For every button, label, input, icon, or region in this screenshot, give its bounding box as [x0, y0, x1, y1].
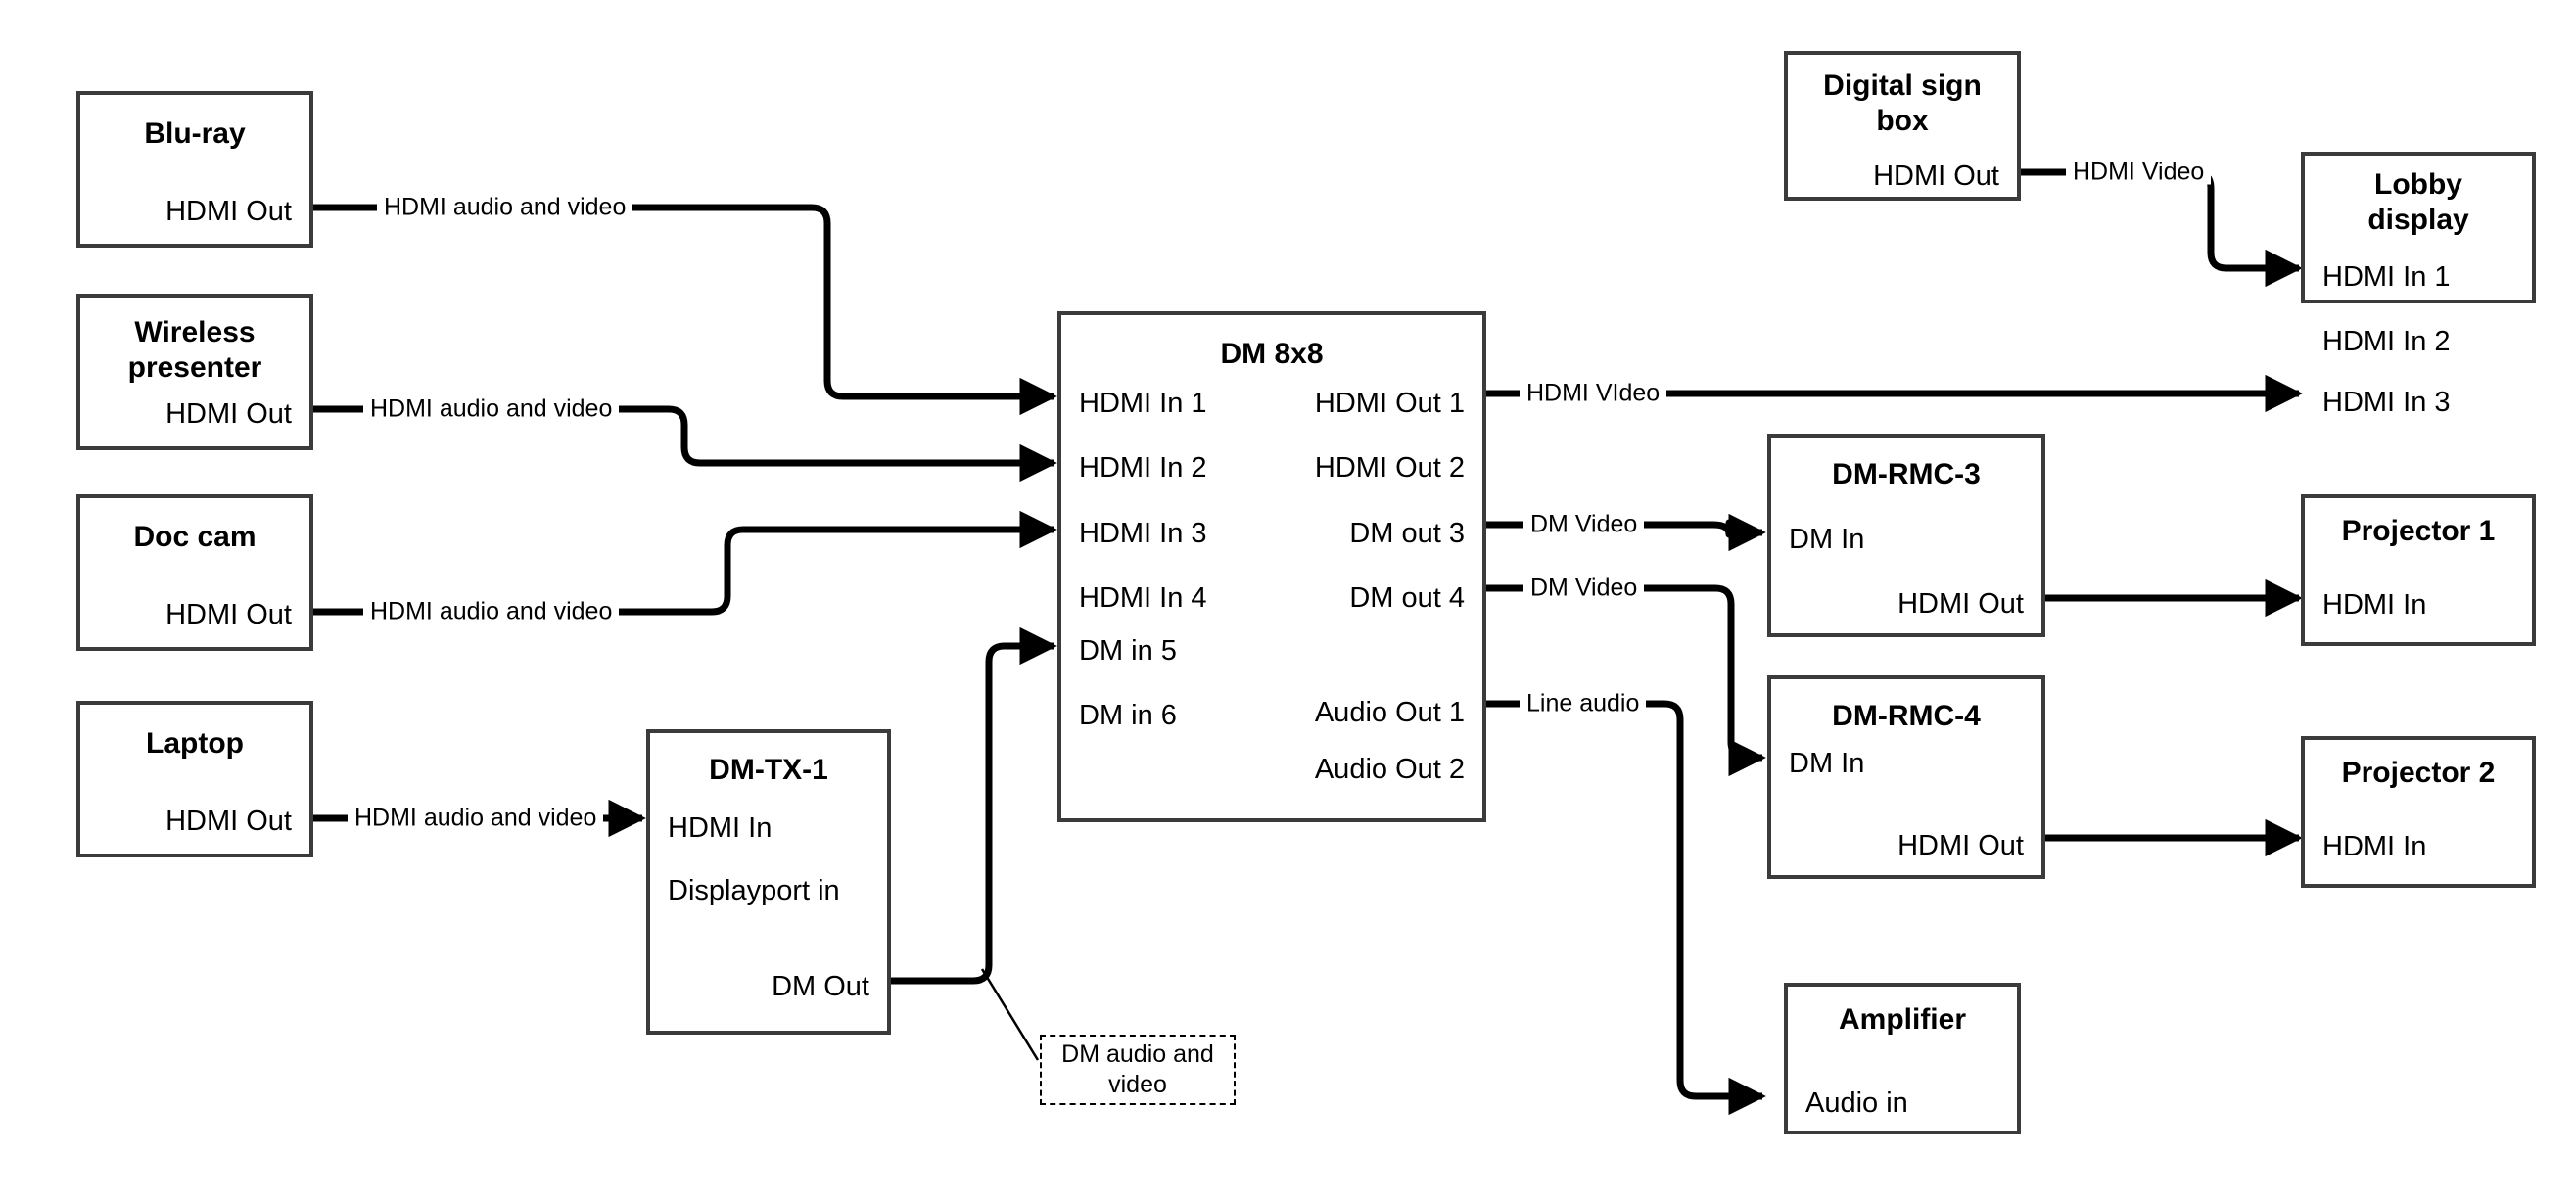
device-laptop-title: Laptop — [146, 727, 244, 760]
wire-label-dm8x8-dmout3-to-dmrmc3: DM Video — [1523, 512, 1645, 537]
device-digital-sign-box-port-hdmi-out[interactable]: HDMI Out — [1873, 161, 1999, 192]
device-dm-rmc-3-port-dm-in[interactable]: DM In — [1789, 524, 1865, 555]
device-dm-8x8-output-5[interactable]: Audio Out 1 — [1314, 697, 1465, 728]
device-dm-rmc-4[interactable]: DM-RMC-4 DM In HDMI Out — [1767, 675, 2045, 879]
wire-label-bluray-to-dm8x8: HDMI audio and video — [377, 195, 633, 220]
device-doc-cam[interactable]: Doc cam HDMI Out — [76, 494, 313, 651]
device-dm-rmc-3-title: DM-RMC-3 — [1832, 458, 1981, 490]
device-amplifier[interactable]: Amplifier Audio in — [1784, 983, 2021, 1134]
wire-dm8x8-audioout1-to-amplifier — [1482, 700, 1766, 1116]
device-projector-2-port-hdmi-in[interactable]: HDMI In — [2322, 831, 2427, 862]
device-dm-8x8-input-3[interactable]: HDMI In 3 — [1079, 518, 1207, 549]
device-dm-rmc-4-port-hdmi-out[interactable]: HDMI Out — [1897, 830, 2024, 861]
wire-label-laptop-to-dmtx1: HDMI audio and video — [348, 806, 604, 831]
device-wireless-presenter-title-line1: Wireless — [134, 316, 256, 348]
wire-bluray-to-dm8x8 — [313, 204, 1057, 416]
device-bluray-port-hdmi-out[interactable]: HDMI Out — [165, 196, 292, 227]
device-digital-sign-box-title-line1: Digital sign — [1823, 69, 1982, 102]
device-lobby-display-title-line2: display — [2367, 204, 2469, 236]
wire-dm8x8-dmout4-to-dmrmc4 — [1482, 584, 1766, 777]
device-bluray-title: Blu-ray — [144, 117, 246, 150]
device-dm-rmc-4-port-dm-in[interactable]: DM In — [1789, 748, 1865, 779]
device-dm-8x8-output-2[interactable]: HDMI Out 2 — [1314, 452, 1465, 484]
device-projector-2-title: Projector 2 — [2341, 757, 2496, 789]
wire-label-wireless-to-dm8x8: HDMI audio and video — [363, 396, 620, 422]
device-dm-rmc-4-title: DM-RMC-4 — [1832, 700, 1981, 732]
device-projector-2[interactable]: Projector 2 HDMI In — [2301, 736, 2536, 888]
device-lobby-display-input-1[interactable]: HDMI In 1 — [2322, 261, 2451, 293]
wire-digitalsign-to-lobby — [2020, 168, 2303, 288]
device-doc-cam-port-hdmi-out[interactable]: HDMI Out — [165, 599, 292, 630]
device-dm-rmc-3[interactable]: DM-RMC-3 DM In HDMI Out — [1767, 434, 2045, 637]
device-projector-1-title: Projector 1 — [2341, 515, 2496, 547]
device-projector-1[interactable]: Projector 1 HDMI In — [2301, 494, 2536, 646]
device-dm-tx-1-port-hdmi-in[interactable]: HDMI In — [668, 812, 773, 844]
device-dm-8x8-input-1[interactable]: HDMI In 1 — [1079, 388, 1207, 419]
device-wireless-presenter[interactable]: Wireless presenter HDMI Out — [76, 294, 313, 450]
device-dm-8x8-title: DM 8x8 — [1220, 338, 1324, 370]
wire-dmtx1-to-dm8x8 — [891, 626, 1057, 985]
wire-label-dm8x8-hdmiout1-to-lobby: HDMI VIdeo — [1520, 381, 1667, 406]
device-lobby-display-input-2[interactable]: HDMI In 2 — [2322, 326, 2451, 357]
device-digital-sign-box-title-line2: box — [1876, 105, 1929, 137]
callout-leader-line — [980, 968, 1040, 1061]
device-projector-1-port-hdmi-in[interactable]: HDMI In — [2322, 589, 2427, 621]
device-dm-tx-1-port-dm-out[interactable]: DM Out — [772, 971, 869, 1002]
device-wireless-presenter-port-hdmi-out[interactable]: HDMI Out — [165, 398, 292, 430]
device-dm-8x8-input-2[interactable]: HDMI In 2 — [1079, 452, 1207, 484]
wire-label-dm8x8-audioout1-to-amplifier: Line audio — [1520, 691, 1647, 716]
device-wireless-presenter-title-line2: presenter — [127, 351, 262, 384]
wire-label-dm8x8-dmout4-to-dmrmc4: DM Video — [1523, 576, 1645, 601]
device-dm-8x8-input-5[interactable]: DM in 5 — [1079, 635, 1177, 667]
device-dm-8x8-output-3[interactable]: DM out 3 — [1349, 518, 1465, 549]
device-dm-tx-1-port-displayport-in[interactable]: Displayport in — [668, 875, 840, 906]
device-dm-8x8-output-6[interactable]: Audio Out 2 — [1314, 754, 1465, 785]
wire-label-doccam-to-dm8x8: HDMI audio and video — [363, 599, 620, 624]
device-dm-tx-1[interactable]: DM-TX-1 HDMI In Displayport in DM Out — [646, 729, 891, 1035]
device-digital-sign-box[interactable]: Digital sign box HDMI Out — [1784, 51, 2021, 201]
device-laptop[interactable]: Laptop HDMI Out — [76, 701, 313, 857]
device-lobby-display[interactable]: Lobby display HDMI In 1 HDMI In 2 HDMI I… — [2301, 152, 2536, 417]
device-bluray[interactable]: Blu-ray HDMI Out — [76, 91, 313, 248]
device-lobby-display-title-line1: Lobby — [2374, 168, 2462, 201]
callout-dm-audio-and-video: DM audio and video — [1040, 1035, 1236, 1105]
device-dm-rmc-3-port-hdmi-out[interactable]: HDMI Out — [1897, 588, 2024, 620]
device-dm-8x8[interactable]: DM 8x8 HDMI In 1 HDMI In 2 HDMI In 3 HDM… — [1057, 311, 1486, 822]
device-doc-cam-title: Doc cam — [133, 521, 257, 553]
device-dm-8x8-output-4[interactable]: DM out 4 — [1349, 582, 1465, 614]
device-dm-tx-1-title: DM-TX-1 — [709, 754, 828, 786]
wire-label-digitalsign-to-lobby: HDMI Video — [2066, 160, 2212, 185]
device-amplifier-title: Amplifier — [1838, 1003, 1967, 1036]
device-lobby-display-input-3[interactable]: HDMI In 3 — [2322, 387, 2451, 418]
device-dm-8x8-output-1[interactable]: HDMI Out 1 — [1314, 388, 1465, 419]
device-dm-8x8-input-6[interactable]: DM in 6 — [1079, 700, 1177, 731]
device-amplifier-port-audio-in[interactable]: Audio in — [1805, 1087, 1908, 1119]
device-laptop-port-hdmi-out[interactable]: HDMI Out — [165, 806, 292, 837]
device-dm-8x8-input-4[interactable]: HDMI In 4 — [1079, 582, 1207, 614]
